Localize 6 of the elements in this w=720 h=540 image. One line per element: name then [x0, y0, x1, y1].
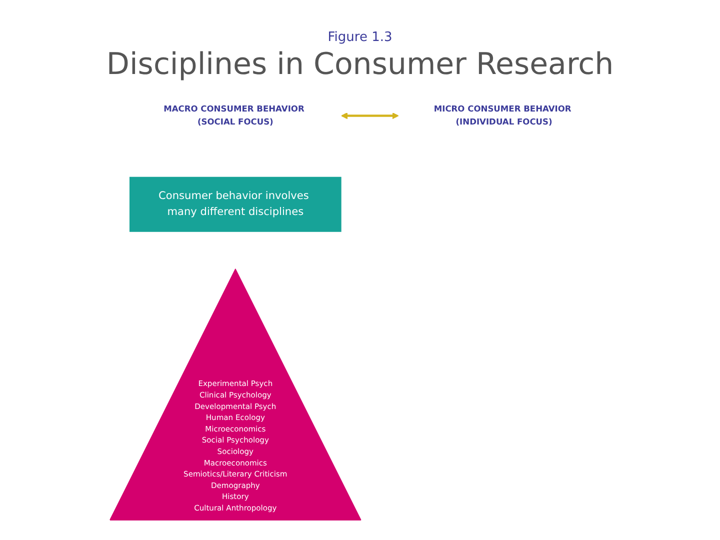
- arrow: [341, 112, 399, 120]
- node-text: MACRO CONSUMER BEHAVIOR (SOCIAL FOCUS): [164, 104, 305, 126]
- diagram-title: Disciplines in Consumer Research: [105, 47, 615, 82]
- node-box: Consumer behavior involves many different disciplines: [130, 176, 342, 232]
- figure-number: Figure 1.3: [326, 30, 394, 45]
- node-text: MICRO CONSUMER BEHAVIOR (INDIVIDUAL FOCUS): [434, 104, 572, 126]
